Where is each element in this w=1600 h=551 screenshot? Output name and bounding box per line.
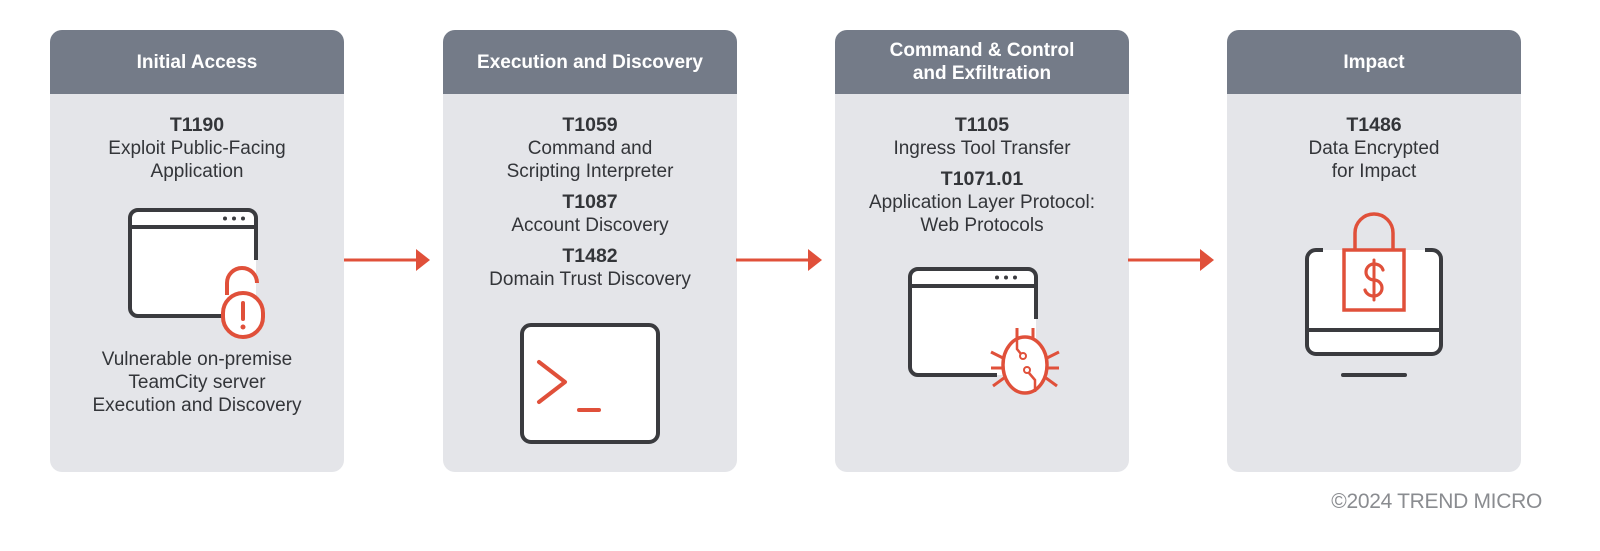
technique-name: Command and Scripting Interpreter: [506, 138, 674, 182]
technique-id: T1087: [562, 191, 618, 213]
stage-card-command-control-exfiltration: Command & Control and Exfiltration T1105…: [835, 30, 1129, 472]
technique: T1190 Exploit Public-Facing Application: [50, 114, 344, 183]
right-arrow-icon: [1128, 249, 1214, 271]
copyright-text: ©2024 TREND MICRO: [1331, 490, 1542, 513]
stage-card-initial-access: Initial Access T1190 Exploit Public-Faci…: [50, 30, 344, 472]
technique-id: T1105: [954, 114, 1010, 136]
right-arrow-icon: [736, 249, 822, 271]
monitor-padlock-dollar-icon: [1305, 212, 1443, 377]
right-arrow-icon: [344, 249, 430, 271]
technique: T1482 Domain Trust Discovery: [443, 245, 737, 291]
technique-id: T1482: [562, 245, 618, 267]
technique: T1071.01 Application Layer Protocol: Web…: [835, 168, 1129, 237]
technique-name: Data Encrypted for Impact: [1308, 138, 1440, 182]
technique-name: Domain Trust Discovery: [489, 269, 691, 290]
stage-note: Vulnerable on-premise TeamCity server Ex…: [92, 349, 302, 416]
technique-id: T1190: [169, 114, 225, 136]
technique-id: T1059: [562, 114, 618, 136]
technique-id: T1071.01: [940, 168, 1024, 190]
stage-card-execution-discovery: Execution and Discovery T1059 Command an…: [443, 30, 737, 472]
technique: T1087 Account Discovery: [443, 191, 737, 237]
terminal-prompt-icon: [520, 323, 660, 444]
technique: T1105 Ingress Tool Transfer: [835, 114, 1129, 160]
technique-name: Account Discovery: [511, 215, 669, 236]
stage-title: Execution and Discovery: [443, 30, 737, 94]
browser-window-bug-icon: [908, 267, 1060, 395]
technique-name: Exploit Public-Facing Application: [108, 138, 286, 182]
technique-name: Ingress Tool Transfer: [893, 138, 1071, 159]
browser-window-unlocked-padlock-icon: [128, 208, 265, 339]
stage-card-impact: Impact T1486 Data Encrypted for Impact: [1227, 30, 1521, 472]
technique-name: Application Layer Protocol: Web Protocol…: [868, 192, 1095, 236]
stage-title: Impact: [1227, 30, 1521, 94]
technique: T1486 Data Encrypted for Impact: [1227, 114, 1521, 183]
stage-title: Initial Access: [50, 30, 344, 94]
technique-id: T1486: [1346, 114, 1402, 136]
stage-title: Command & Control and Exfiltration: [835, 30, 1129, 94]
technique: T1059 Command and Scripting Interpreter: [443, 114, 737, 183]
